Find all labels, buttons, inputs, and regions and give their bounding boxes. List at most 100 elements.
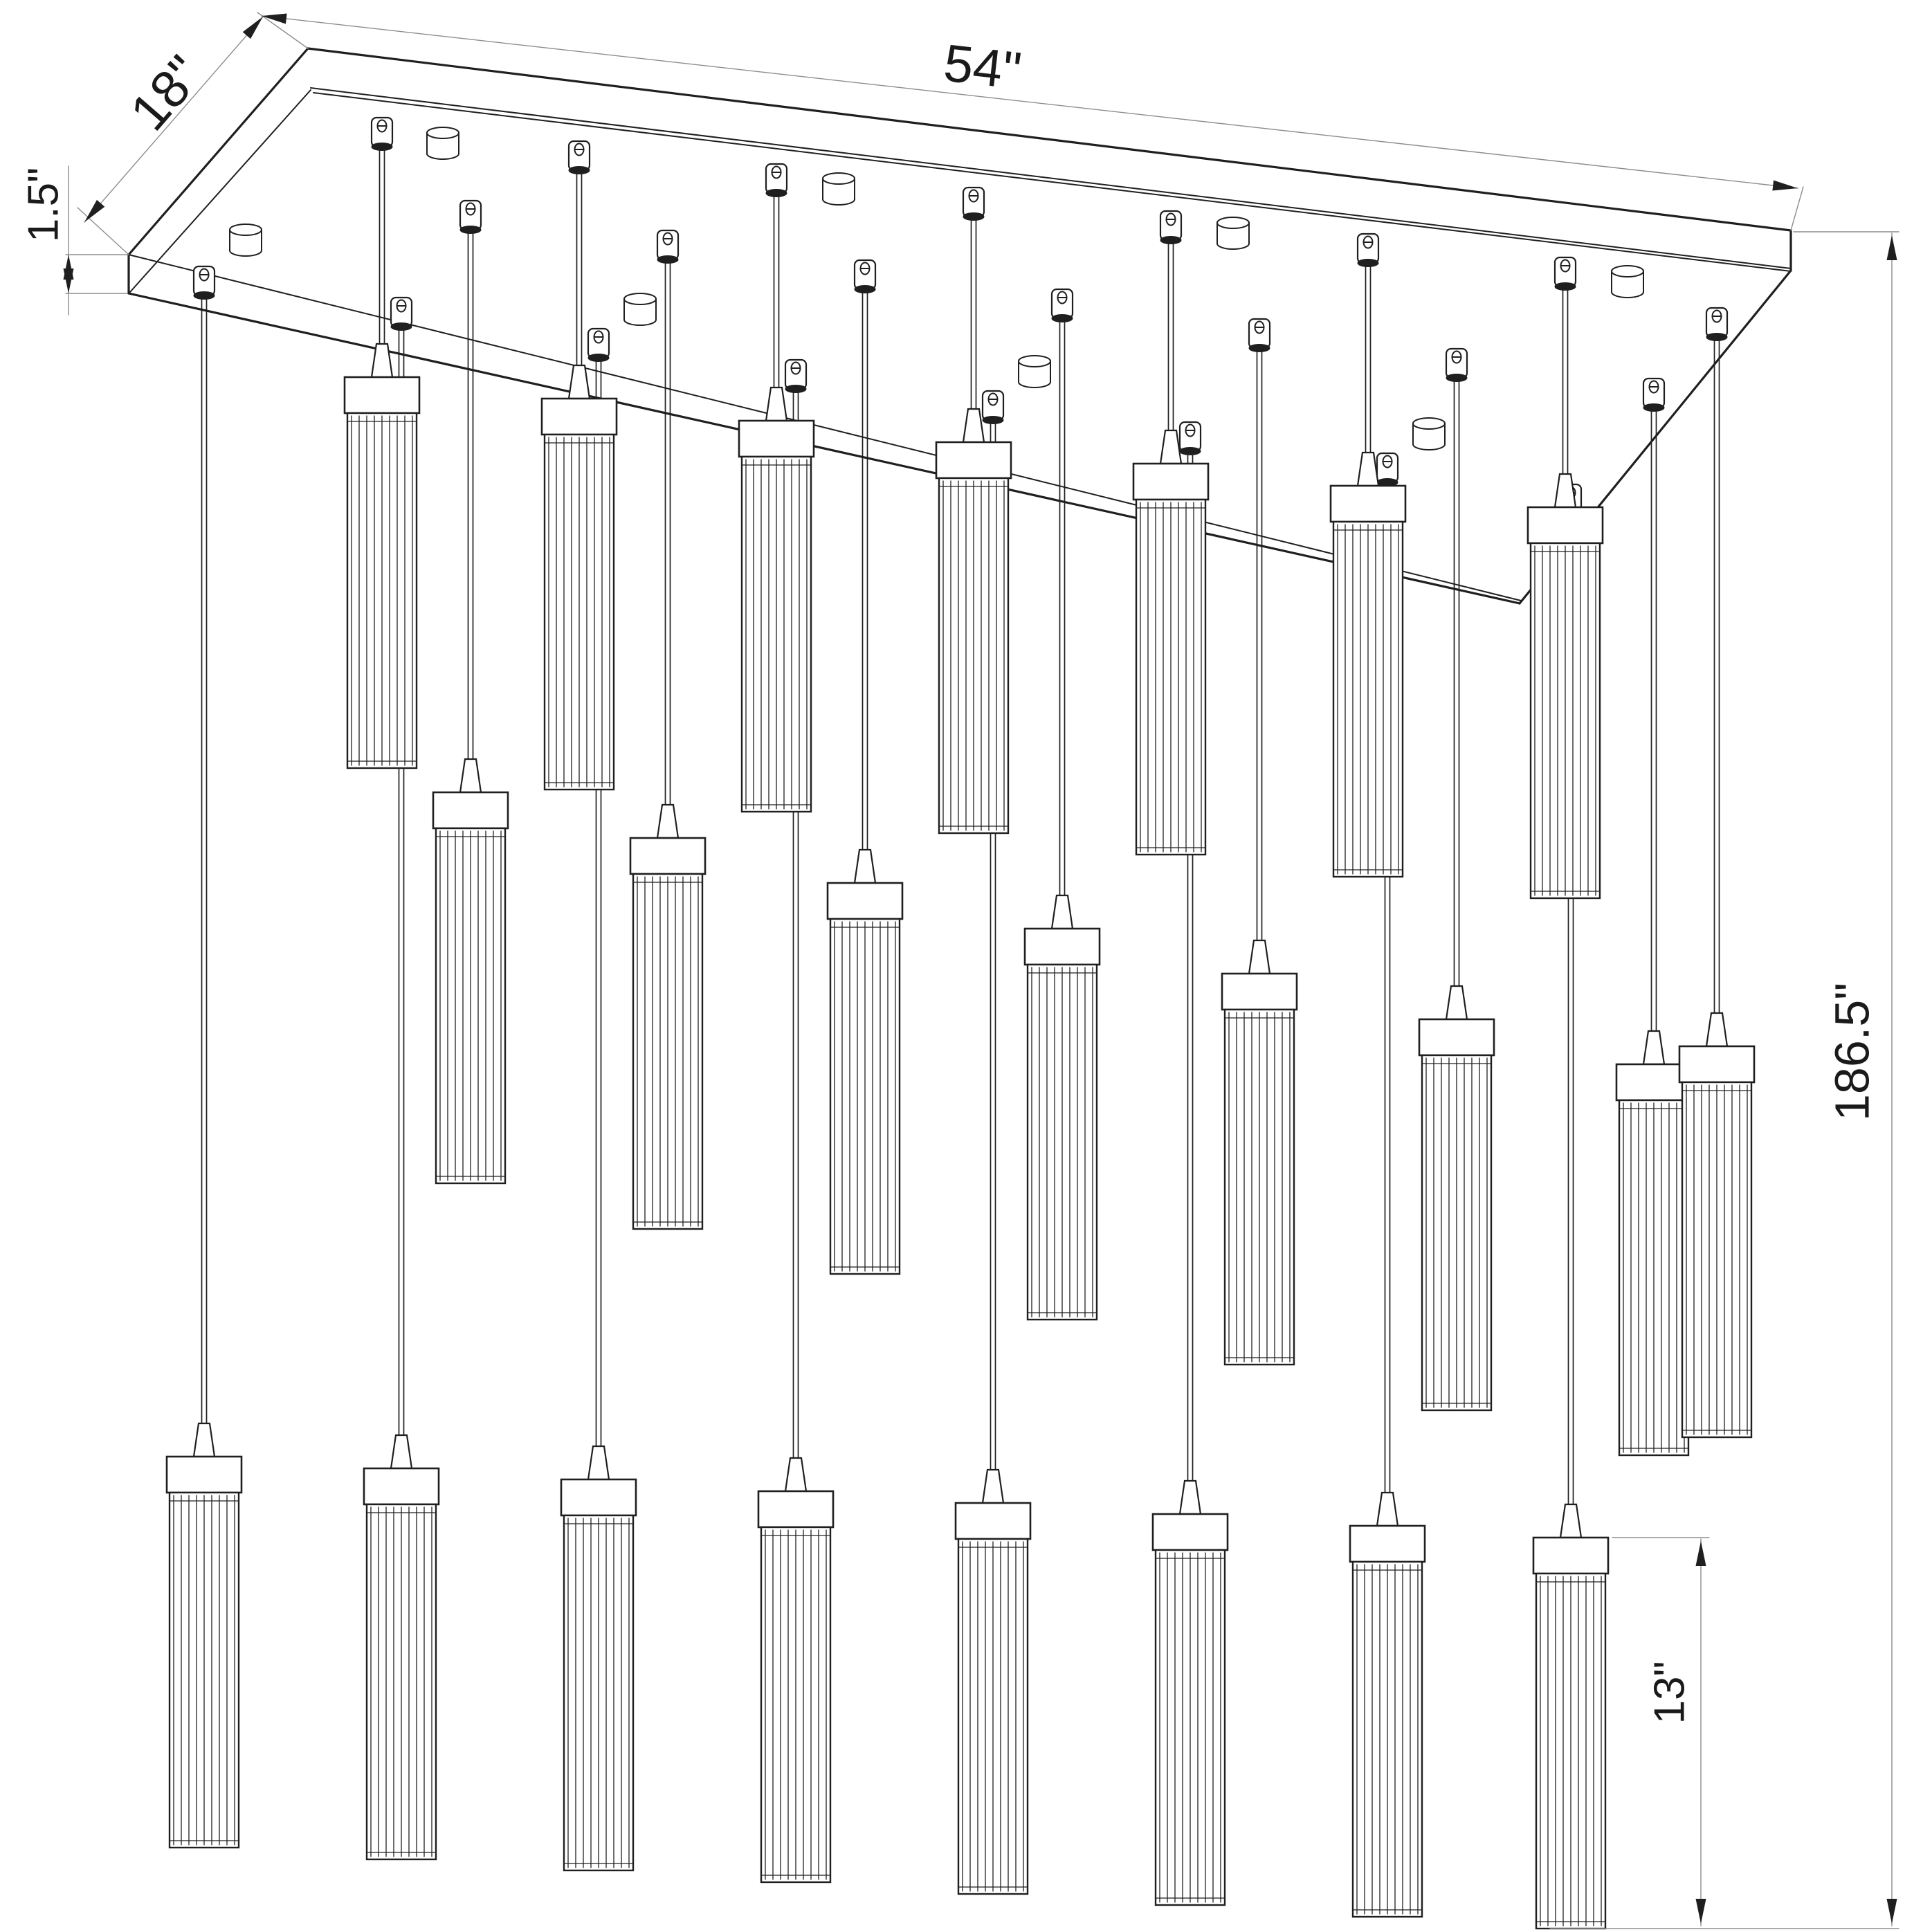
- cable: [1167, 241, 1174, 435]
- canopy-plate: [127, 47, 1792, 605]
- pendant-shade: [629, 803, 707, 1230]
- knockout-plug: [1216, 217, 1250, 250]
- shade-cap: [757, 1490, 835, 1529]
- shade-cap: [629, 837, 707, 875]
- cord-grip: [1445, 347, 1468, 382]
- cord-grip: [192, 265, 216, 300]
- cord-grip: [981, 390, 1005, 424]
- knockout-plug: [623, 293, 657, 326]
- cord-grip: [1050, 288, 1074, 322]
- pendant-shade: [1678, 1012, 1756, 1439]
- knockout-plug: [229, 224, 262, 257]
- cable: [1562, 288, 1569, 479]
- pendant-shade: [757, 1457, 835, 1884]
- cord-grip: [1356, 233, 1380, 267]
- cable: [773, 194, 780, 392]
- cable: [1256, 349, 1263, 945]
- cone-connector: [459, 758, 482, 794]
- knockout-plug: [1412, 417, 1446, 450]
- cable: [576, 172, 583, 370]
- cord-grip: [962, 186, 985, 221]
- cone-connector: [1705, 1012, 1729, 1048]
- cord-grip: [1376, 452, 1399, 486]
- pendant-shade: [826, 848, 904, 1275]
- cone-connector: [1050, 894, 1074, 930]
- dimension-arrow-icon: [63, 268, 74, 293]
- cone-connector: [853, 848, 877, 884]
- cable: [664, 261, 671, 810]
- pendant-shade: [738, 386, 815, 813]
- knockout-plug: [1611, 265, 1644, 298]
- cord-grip: [390, 296, 413, 331]
- cone-connector: [962, 408, 985, 444]
- dimension-lines: [63, 12, 1899, 1929]
- pendant-shade: [1023, 894, 1101, 1321]
- pendant-shade: [1221, 939, 1298, 1366]
- cone-connector: [1248, 939, 1271, 975]
- dimension-arrow-icon: [1886, 235, 1897, 260]
- cone-connector: [784, 1457, 808, 1493]
- shade-cap: [1678, 1045, 1756, 1084]
- cord-grip: [1642, 377, 1666, 412]
- cable: [970, 218, 977, 414]
- cone-connector: [390, 1434, 413, 1470]
- pendant-shade: [1151, 1479, 1229, 1906]
- cord-grips: [192, 116, 1729, 518]
- cable: [201, 297, 208, 1428]
- cord-grip: [459, 199, 482, 234]
- pendant-shade: [1418, 985, 1495, 1412]
- cable: [1365, 264, 1371, 457]
- shade-cap: [826, 882, 904, 920]
- cable: [1713, 338, 1720, 1018]
- cone-connector: [1553, 473, 1577, 509]
- knockout-plug: [822, 172, 855, 206]
- shade-cap: [343, 376, 421, 414]
- cone-connector: [765, 386, 788, 422]
- shade-cap: [432, 791, 509, 830]
- dimension-thickness-label: 1.5": [20, 167, 68, 242]
- shade-cap: [1221, 972, 1298, 1011]
- cone-connector: [1356, 451, 1380, 487]
- cable: [467, 231, 474, 764]
- pendant-shade: [343, 343, 421, 769]
- dimension-depth-label: 18": [119, 45, 214, 142]
- pendant-shade: [432, 758, 509, 1185]
- shade-cap: [1532, 1536, 1610, 1575]
- dimension-arrow-icon: [242, 17, 263, 39]
- shade-cap: [1151, 1513, 1229, 1551]
- pendant-shade: [954, 1468, 1032, 1895]
- shades: [165, 343, 1756, 1930]
- shade-cap: [1132, 462, 1210, 501]
- cord-grip: [784, 358, 808, 393]
- pendant-shade: [1615, 1030, 1693, 1457]
- pendant-shade: [935, 408, 1012, 835]
- shade-cap: [560, 1478, 637, 1517]
- cord-grip: [1178, 421, 1202, 455]
- cone-connector: [1159, 429, 1183, 465]
- cone-connector: [1376, 1491, 1399, 1527]
- shade-cap: [1349, 1524, 1426, 1563]
- cord-grip: [370, 116, 394, 151]
- cord-grip: [1553, 256, 1577, 291]
- cone-connector: [1559, 1503, 1583, 1539]
- cable: [1453, 379, 1460, 991]
- pendant-shade: [165, 1422, 243, 1849]
- pendant-shade: [540, 364, 618, 791]
- cord-grip: [1248, 318, 1271, 352]
- dimension-arrow-icon: [1886, 1899, 1897, 1924]
- dimension-arrow-icon: [84, 199, 105, 222]
- shade-cap: [363, 1467, 440, 1506]
- cone-connector: [567, 364, 591, 400]
- drawing-geometry: [63, 12, 1899, 1930]
- pendant-shade: [1532, 1503, 1610, 1930]
- cone-connector: [981, 1468, 1005, 1504]
- dimension-shade-height-label: 13": [1646, 1661, 1694, 1724]
- shade-cap: [1418, 1018, 1495, 1057]
- shade-cap: [1023, 927, 1101, 966]
- shade-cap: [738, 419, 815, 458]
- cord-grip: [587, 327, 610, 362]
- cable: [379, 148, 385, 349]
- pendant-shade: [1527, 473, 1604, 900]
